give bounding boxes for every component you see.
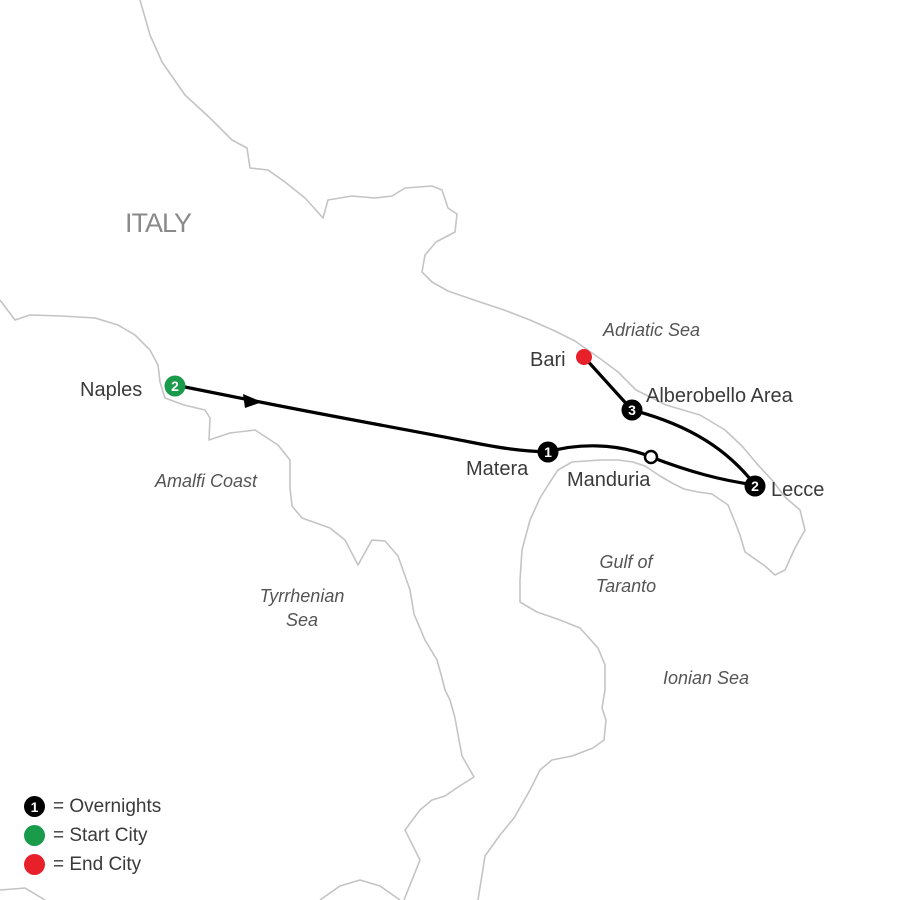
coast-label-amalfi: Amalfi Coast (154, 471, 258, 491)
northern-border-coastline (139, 0, 806, 900)
lecce-nights: 2 (751, 478, 759, 494)
city-label-bari: Bari (530, 349, 566, 371)
city-label-alberobello: Alberobello Area (646, 385, 794, 407)
lecce-marker: 2 (744, 475, 766, 497)
matera-nights: 1 (544, 444, 552, 460)
island-coastline (319, 879, 401, 900)
sea-label-adriatic: Adriatic Sea (602, 320, 700, 340)
country-label: ITALY (125, 208, 192, 238)
city-label-naples: Naples (80, 379, 142, 401)
sea-label-ionian: Ionian Sea (663, 668, 749, 688)
overnight-marker-icon: 1 (24, 796, 45, 817)
matera-marker: 1 (537, 441, 559, 463)
manduria-marker (643, 449, 659, 465)
route-lecce-alberobello (630, 408, 757, 487)
legend-label-overnights: = Overnights (53, 795, 162, 817)
city-markers: 2 1 2 3 (164, 349, 766, 497)
route-manduria-lecce (649, 455, 757, 487)
map-labels: ITALY Naples Matera Manduria Lecce Alber… (80, 208, 824, 688)
direction-arrow-icon (243, 394, 262, 408)
route-naples-matera (173, 383, 550, 454)
start-city-marker-icon (24, 825, 45, 846)
city-label-matera: Matera (466, 458, 529, 480)
alberobello-marker: 3 (621, 399, 643, 421)
western-coastline (0, 299, 475, 900)
legend-label-end-city: = End City (53, 853, 142, 875)
city-label-manduria: Manduria (567, 469, 651, 491)
sea-label-tyrrhenian-1: Tyrrhenian (260, 586, 345, 606)
naples-marker: 2 (164, 375, 186, 397)
gulf-label-taranto-2: Taranto (596, 576, 656, 596)
legend-label-start-city: = Start City (53, 824, 148, 846)
end-city-marker-icon (24, 854, 45, 875)
route-matera-manduria (546, 444, 653, 459)
southwest-coastline (0, 887, 46, 900)
naples-nights: 2 (171, 378, 179, 394)
legend-item-overnights: 1 = Overnights (24, 792, 161, 821)
tour-route (173, 355, 757, 487)
gulf-label-taranto-1: Gulf of (599, 552, 654, 572)
map-legend: 1 = Overnights = Start City = End City (24, 792, 161, 879)
route-alberobello-bari (582, 355, 634, 412)
alberobello-nights: 3 (628, 402, 636, 418)
city-label-lecce: Lecce (771, 479, 824, 501)
bari-marker (576, 349, 592, 365)
sea-label-tyrrhenian-2: Sea (286, 610, 318, 630)
legend-item-end-city: = End City (24, 850, 161, 879)
coastlines (0, 0, 806, 900)
legend-item-start-city: = Start City (24, 821, 161, 850)
